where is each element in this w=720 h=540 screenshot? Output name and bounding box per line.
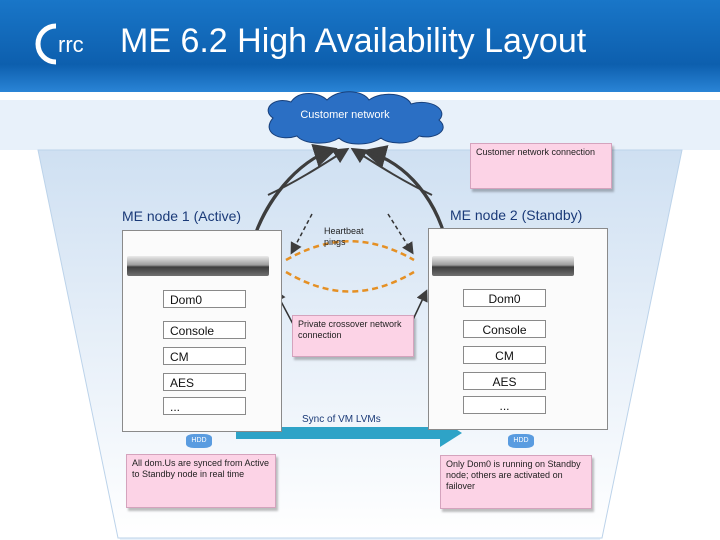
node2-cm: CM bbox=[463, 346, 546, 364]
node2-console: Console bbox=[463, 320, 546, 338]
node2-hdd-icon: HDD bbox=[508, 434, 534, 448]
node1-server-icon bbox=[127, 256, 269, 276]
company-logo: rrc bbox=[35, 23, 84, 65]
customer-network-cloud: Customer network bbox=[267, 91, 444, 145]
node2-server-icon bbox=[432, 256, 574, 276]
heartbeat-pointer-left bbox=[290, 213, 313, 255]
node2-title: ME node 2 (Standby) bbox=[450, 207, 583, 223]
heartbeat-pointer-right bbox=[387, 213, 414, 255]
node1-aes: AES bbox=[163, 373, 246, 391]
node2-aes: AES bbox=[463, 372, 546, 390]
sync-arrow-shaft bbox=[236, 427, 444, 439]
svg-text:rrc: rrc bbox=[58, 32, 84, 57]
node2-more: ... bbox=[463, 396, 546, 414]
customer-connection-note: Customer network connection bbox=[470, 143, 612, 189]
cloud-to-node2-arrow bbox=[350, 147, 433, 196]
slide-header bbox=[0, 0, 720, 92]
slide-title: ME 6.2 High Availability Layout bbox=[120, 22, 587, 60]
heartbeat-return-arrow bbox=[285, 270, 415, 293]
node1-hdd-icon: HDD bbox=[186, 434, 212, 448]
cloud-label: Customer network bbox=[300, 109, 390, 121]
node1-more: ... bbox=[163, 397, 246, 415]
node1-title: ME node 1 (Active) bbox=[122, 208, 242, 224]
synced-note: All dom.Us are synced from Active to Sta… bbox=[126, 454, 276, 508]
crossover-note: Private crossover network connection bbox=[292, 315, 414, 357]
heartbeat-label: Heartbeat pings bbox=[324, 226, 364, 247]
node2-dom0: Dom0 bbox=[463, 289, 546, 307]
node1-console: Console bbox=[163, 321, 246, 339]
node1-cm: CM bbox=[163, 347, 246, 365]
node1-dom0: Dom0 bbox=[163, 290, 246, 308]
standby-note: Only Dom0 is running on Standby node; ot… bbox=[440, 455, 592, 509]
sync-label: Sync of VM LVMs bbox=[302, 414, 381, 425]
cloud-to-node1-arrow bbox=[267, 147, 350, 196]
